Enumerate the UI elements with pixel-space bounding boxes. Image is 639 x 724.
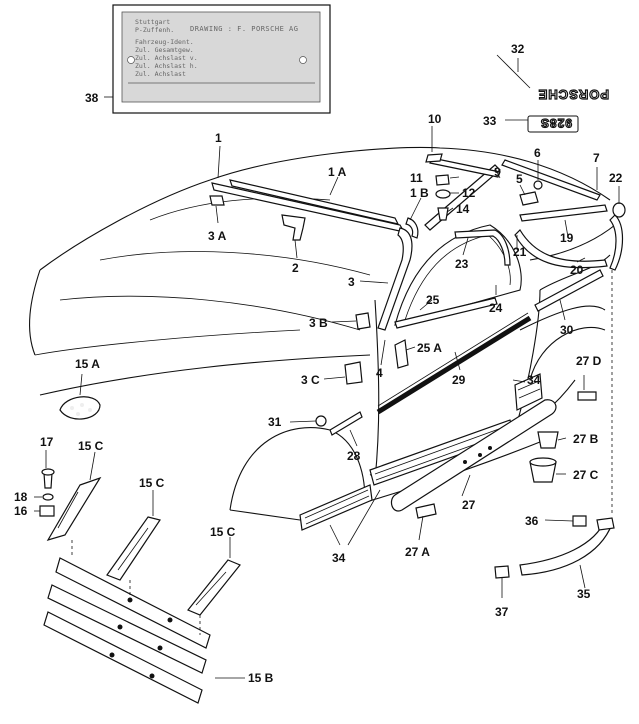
callout-21: 21 (513, 245, 527, 259)
porsche-script-emblem: PORSCHE (537, 86, 609, 102)
plate-line-1: Stuttgart (135, 18, 170, 26)
callout-25a: 25 A (417, 341, 442, 355)
callout-1: 1 (215, 131, 222, 145)
callout-18: 18 (14, 490, 28, 504)
callout-15b: 15 C (139, 476, 165, 490)
callout-7: 7 (593, 151, 600, 165)
callout-29: 29 (452, 373, 466, 387)
plate-row: Zul. Gesamtgew. (135, 46, 194, 54)
callout-2: 2 (292, 261, 299, 275)
callout-25: 25 (426, 293, 440, 307)
callout-11: 12 (462, 186, 476, 200)
callout-34-left: 34 (332, 551, 346, 565)
callout-labels: 38 32 33 1 1 A 1 B 10 11 12 14 9 5 6 7 2… (14, 42, 623, 685)
leader-lines (34, 54, 620, 679)
callout-22: 22 (609, 171, 623, 185)
callout-27c: 27 C (573, 468, 599, 482)
callout-12: 14 (456, 202, 470, 216)
plate-row: Zul. Achslast h. (135, 62, 198, 70)
callout-19: 19 (560, 231, 574, 245)
callout-14: 15 A (75, 357, 100, 371)
callout-5: 5 (516, 172, 523, 186)
callout-33: 33 (483, 114, 497, 128)
callout-3b: 3 B (309, 316, 328, 330)
trim-strips (211, 157, 624, 415)
callout-27a: 27 A (405, 545, 430, 559)
porsche-lettering: PORSCHE (538, 87, 609, 102)
callout-32: 32 (511, 42, 525, 56)
callout-1b: 1 B (410, 186, 429, 200)
plate-row: Zul. Achslast v. (135, 54, 198, 62)
callout-15c-right: 15 C (210, 525, 236, 539)
callout-30: 30 (560, 323, 574, 337)
callout-27d: 27 D (576, 354, 602, 368)
callout-9: 10 (428, 112, 442, 126)
callout-28: 28 (347, 449, 361, 463)
id-plate: Stuttgart P-Zuffenh. DRAWING : F. PORSCH… (112, 4, 331, 114)
callout-16: 16 (14, 504, 28, 518)
hardware-parts (39, 153, 626, 579)
callout-36: 36 (525, 514, 539, 528)
callout-15c-left: 15 C (78, 439, 104, 453)
callout-3a: 3 A (208, 229, 227, 243)
callout-4: 4 (376, 366, 383, 380)
callout-24: 24 (489, 301, 503, 315)
callout-34-right: 34 (527, 373, 541, 387)
callout-35: 35 (577, 587, 591, 601)
callout-27b: 27 B (573, 432, 599, 446)
callout-3: 3 (348, 275, 355, 289)
callout-17: 17 (40, 435, 54, 449)
plate-row: Fahrzeug-Ident. (135, 38, 194, 46)
callout-1a: 1 A (328, 165, 347, 179)
callout-15a: 15 B (248, 671, 274, 685)
callout-23: 23 (455, 257, 469, 271)
callout-6: 6 (534, 146, 541, 160)
model-emblem: 928S (527, 115, 579, 133)
callout-27: 27 (462, 498, 476, 512)
callout-3c: 3 C (301, 373, 320, 387)
model-lettering: 928S (540, 116, 572, 130)
callout-37: 37 (495, 605, 509, 619)
rocker-panels (299, 373, 557, 531)
callout-31: 31 (268, 415, 282, 429)
plate-line-2: P-Zuffenh. (135, 26, 174, 34)
callout-38: 38 (85, 91, 99, 105)
plate-row: Zul. Achslast (135, 70, 186, 78)
callout-8: 9 (494, 165, 501, 179)
plate-line-3: DRAWING : F. PORSCHE AG (190, 25, 298, 33)
callout-10: 11 (410, 171, 423, 185)
callout-20: 20 (570, 263, 584, 277)
bumper-parts (43, 476, 241, 704)
